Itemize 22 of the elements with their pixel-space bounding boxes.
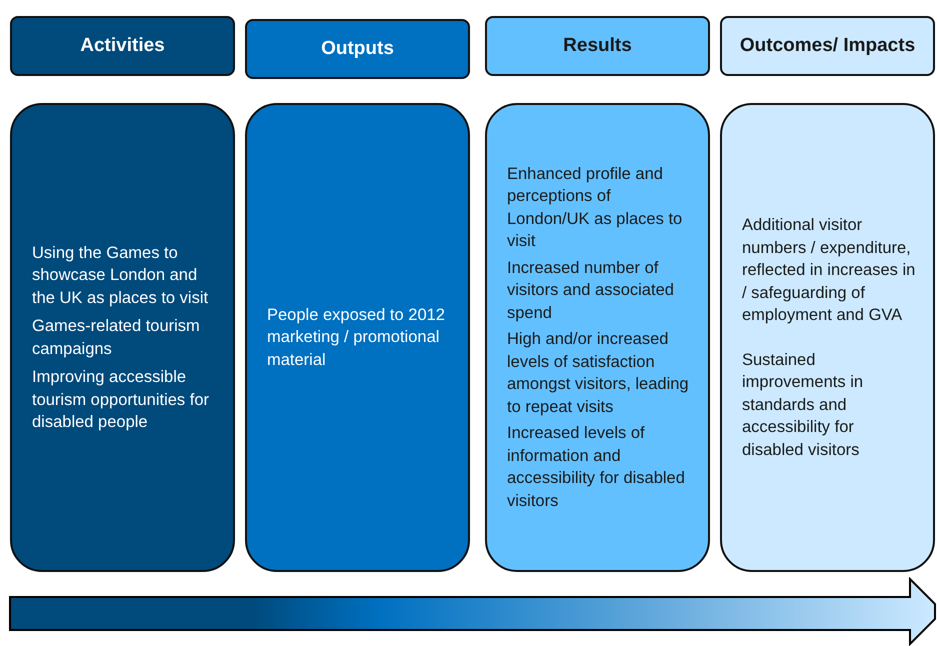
column-panel bbox=[720, 103, 935, 572]
panel-text: Enhanced profile and perceptions of London/UK as places to visit bbox=[507, 164, 684, 252]
panel-text: Improving accessible tourism opportunities for disabled people bbox=[32, 367, 210, 433]
column-header bbox=[10, 16, 235, 76]
panel-text: Sustained improvements in standards and accessibility for disabled visitors bbox=[742, 350, 864, 460]
column-header bbox=[720, 16, 935, 76]
header-text: Outputs bbox=[321, 38, 394, 60]
column-header bbox=[245, 19, 470, 79]
column-panel bbox=[10, 103, 235, 572]
panel-text: Increased number of visitors and associated spend bbox=[507, 258, 675, 324]
panel-text: High and/or increased levels of satisfaction amongst visitors, leading to repeat visits bbox=[507, 329, 690, 418]
column-header bbox=[485, 16, 710, 76]
panel-text: Increased levels of information and accessibility for disabled visitors bbox=[507, 423, 686, 512]
panel-text: Additional visitor numbers / expenditure, reflected in increases in / safeguarding of employment and GVA bbox=[742, 215, 916, 326]
panel-text: Using the Games to showcase London and the UK as places to visit bbox=[32, 242, 210, 308]
panel-text: Games-related tourism campaigns bbox=[32, 316, 201, 360]
panel-text: People exposed to 2012 marketing / promotional material bbox=[267, 304, 446, 371]
column-panel bbox=[245, 103, 470, 572]
header-text: Outcomes/ Impacts bbox=[740, 35, 916, 57]
column-panel bbox=[485, 103, 710, 572]
header-text: Results bbox=[563, 35, 632, 57]
header-text: Activities bbox=[80, 35, 165, 57]
